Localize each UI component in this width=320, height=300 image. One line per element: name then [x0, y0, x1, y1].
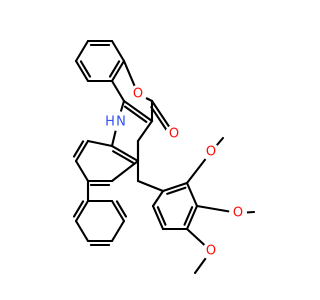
- bond-12: [136, 119, 154, 143]
- amine-hydrogen-label: H: [105, 115, 115, 130]
- ring-oxygen-label: O: [133, 87, 143, 102]
- bond-36: [151, 189, 165, 208]
- bond-23: [74, 199, 90, 223]
- bond-18-second-line: [72, 140, 85, 158]
- bond-4-second-line: [79, 60, 92, 78]
- bond-8-second-line: [123, 105, 148, 123]
- bond-33-second-line: [183, 206, 194, 226]
- bond-6: [110, 79, 126, 103]
- bond-23-second-line: [72, 200, 85, 218]
- bond-11-second-line: [150, 106, 170, 134]
- bond-4: [74, 59, 90, 83]
- amine-nitrogen-label: N: [116, 115, 126, 130]
- bond-layer: [72, 39, 256, 275]
- atom-label-layer: O O N H O O O: [105, 85, 247, 260]
- bond-18: [74, 139, 90, 163]
- bond-35-second-line: [156, 206, 167, 226]
- bond-27-second-line: [115, 200, 128, 218]
- bond-2: [110, 59, 126, 83]
- bond-2-second-line: [108, 60, 121, 78]
- bond-24: [74, 219, 90, 243]
- bond-30: [136, 179, 165, 193]
- molecule-diagram: O O N H O O O: [72, 39, 256, 275]
- bond-26: [110, 219, 126, 243]
- methoxy-oxygen-label-middle: O: [233, 206, 243, 221]
- bond-32: [185, 181, 199, 208]
- bond-21: [110, 159, 140, 183]
- bond-31-second-line: [166, 186, 187, 195]
- carbonyl-oxygen-label: O: [169, 127, 179, 142]
- bond-8: [122, 99, 154, 123]
- methoxy-oxygen-label-bottom: O: [206, 244, 216, 259]
- bond-15-second-line: [112, 150, 134, 164]
- methoxy-oxygen-label-top: O: [206, 145, 216, 160]
- bond-5: [74, 39, 90, 63]
- bond-27: [110, 199, 126, 223]
- bond-17: [86, 139, 114, 148]
- bond-31: [161, 181, 189, 193]
- bond-19: [74, 159, 90, 183]
- bond-35: [151, 204, 165, 231]
- bond-15: [110, 144, 140, 163]
- bond-1: [110, 39, 126, 63]
- bond-33: [185, 204, 199, 231]
